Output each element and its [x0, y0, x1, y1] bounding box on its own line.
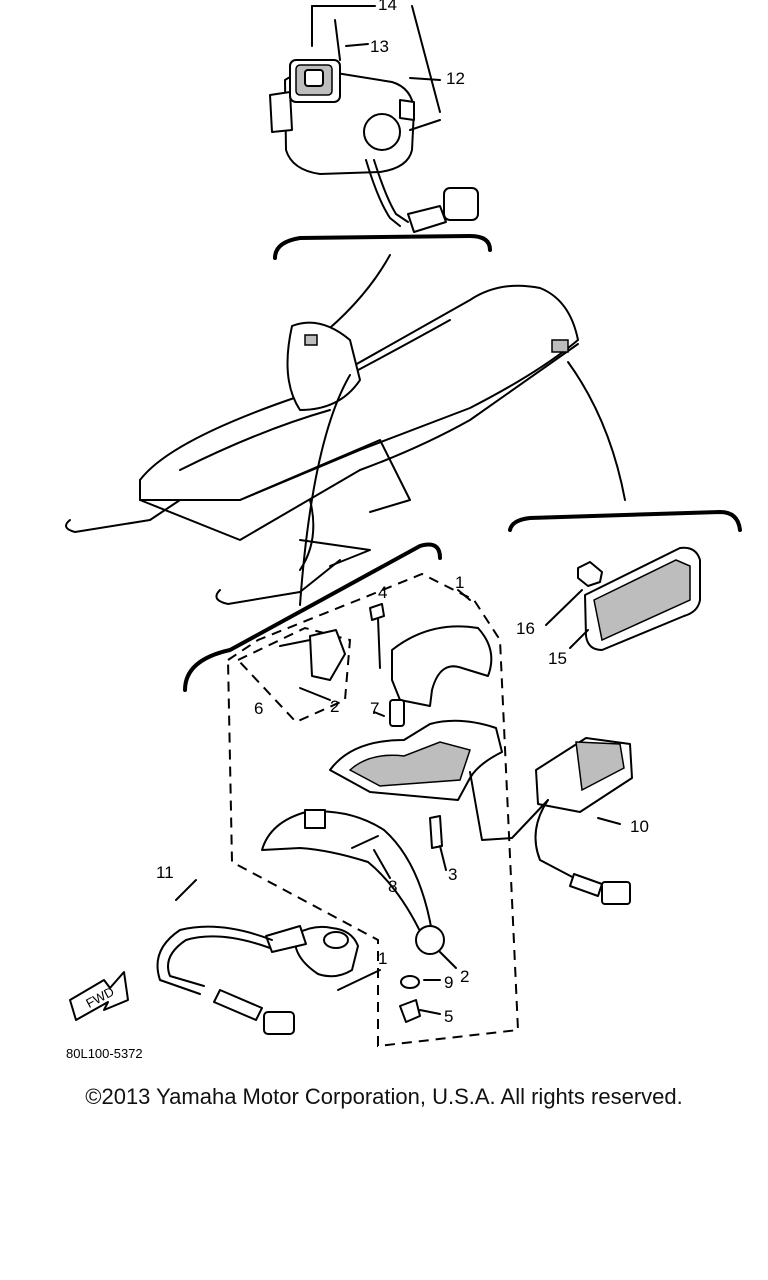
- callout-12: 12: [446, 69, 465, 88]
- inset-leader: [317, 254, 391, 339]
- lever-inset-frame: [183, 542, 442, 692]
- callout-numbers: 14 13 12 1 4 16 15 6 2 7 10 3 8 11 2 9 5…: [156, 0, 649, 1026]
- drawing-code: 80L100-5372: [66, 1046, 143, 1060]
- callout-16: 16: [516, 619, 535, 638]
- reflector-inset-frame: [508, 509, 742, 532]
- throttle-lever-assembly: [156, 572, 633, 1048]
- callout-2-small: 2: [330, 697, 339, 716]
- callout-15: 15: [548, 649, 567, 668]
- fwd-arrow-icon: FWD: [69, 971, 129, 1021]
- callout-8: 8: [388, 877, 397, 896]
- callout-11: 11: [156, 863, 174, 882]
- snowmobile-body: [65, 284, 626, 606]
- callout-4: 4: [378, 583, 387, 602]
- callout-1: 1: [455, 573, 464, 592]
- callout-2: 2: [460, 967, 469, 986]
- parts-diagram: FWD 14 13 12 1 4 16 15 6 2 7 10 3 8 11 2…: [65, 0, 742, 1060]
- callout-3: 3: [448, 865, 457, 884]
- callout-9: 9: [444, 973, 453, 992]
- reflector-assembly: [545, 546, 701, 651]
- callout-13: 13: [370, 37, 389, 56]
- callout-10: 10: [630, 817, 649, 836]
- callout-14: 14: [378, 0, 397, 14]
- copyright-notice: ©2013 Yamaha Motor Corporation, U.S.A. A…: [85, 1084, 683, 1109]
- callout-5: 5: [444, 1007, 453, 1026]
- callout-7: 7: [370, 699, 379, 718]
- switch-assembly-inset: [269, 5, 492, 260]
- callout-6: 6: [254, 699, 263, 718]
- callout-1-sub: 1: [378, 949, 387, 968]
